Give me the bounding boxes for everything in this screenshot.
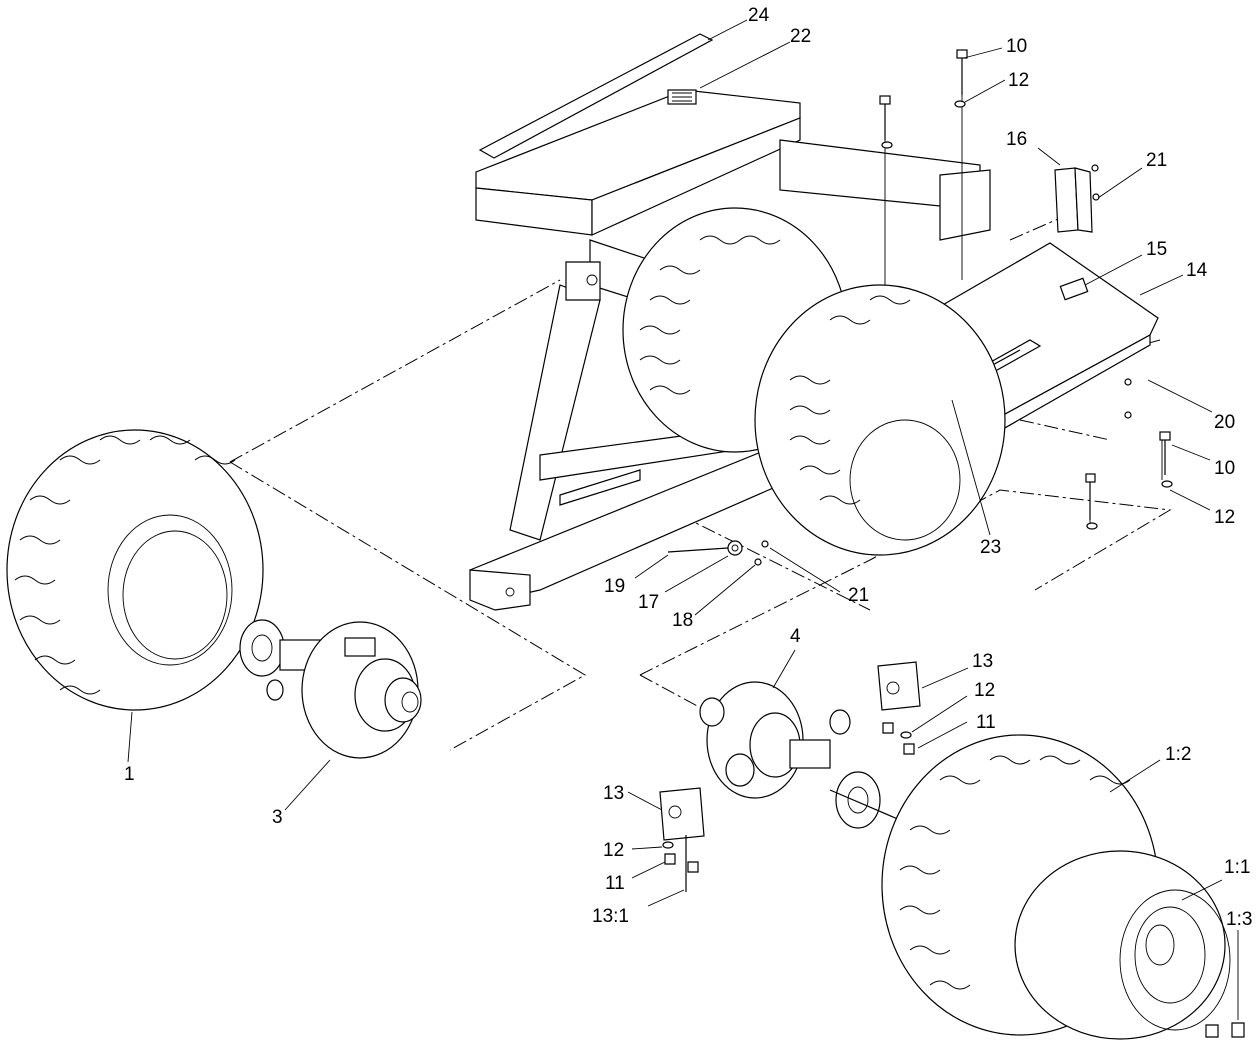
callout-23: 23	[980, 537, 1001, 558]
callout-14: 14	[1186, 260, 1208, 281]
callout-19: 19	[604, 576, 625, 597]
callout-12-right: 12	[1214, 507, 1235, 528]
callout-11-left: 11	[605, 873, 625, 894]
callout-21-mid: 21	[848, 585, 869, 606]
callout-12-left: 12	[603, 840, 624, 861]
callout-10-top: 10	[1006, 36, 1027, 57]
callouts: 24 22 10 12 16 21 15 14 20 10 12 23 19 1…	[124, 5, 1252, 930]
callout-16: 16	[1006, 129, 1027, 150]
hardware	[667, 49, 1173, 566]
callout-15: 15	[1146, 239, 1167, 260]
hub-assembly-3	[239, 619, 422, 759]
callout-12-top: 12	[1008, 70, 1029, 91]
callout-1-2: 1:2	[1165, 744, 1191, 765]
callout-1-1: 1:1	[1224, 857, 1250, 878]
callout-20: 20	[1214, 412, 1235, 433]
rear-tires	[622, 207, 1006, 556]
callout-10-right: 10	[1214, 458, 1235, 479]
callout-24: 24	[748, 5, 770, 26]
callout-1: 1	[124, 764, 135, 785]
hub-assembly-4	[699, 681, 901, 829]
callout-12-right2: 12	[974, 680, 995, 701]
callout-3: 3	[272, 807, 283, 828]
callout-17: 17	[638, 592, 659, 613]
callout-13-left: 13	[603, 783, 624, 804]
tire-left	[6, 429, 264, 711]
callout-22: 22	[790, 26, 811, 47]
callout-4: 4	[790, 626, 801, 647]
callout-13-right: 13	[972, 651, 993, 672]
callout-11-right: 11	[976, 712, 996, 733]
callout-1-3: 1:3	[1226, 909, 1252, 930]
tire-right	[881, 734, 1245, 1040]
leader-lines	[127, 19, 1239, 1020]
callout-21-top: 21	[1146, 150, 1167, 171]
bearing-blocks	[659, 661, 921, 892]
callout-13-1: 13:1	[592, 906, 629, 927]
callout-18: 18	[672, 610, 693, 631]
